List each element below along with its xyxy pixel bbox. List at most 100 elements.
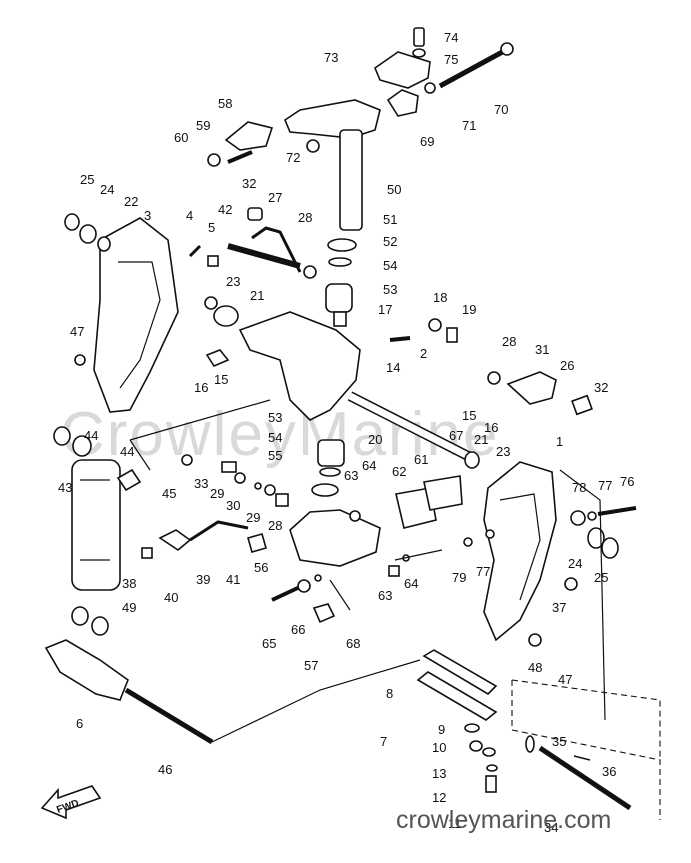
part-label: 39 <box>196 572 210 587</box>
part-label: 50 <box>387 182 401 197</box>
part-label: 35 <box>552 734 566 749</box>
part-label: 55 <box>268 448 282 463</box>
part-label: 23 <box>226 274 240 289</box>
part-label: 1 <box>556 434 563 449</box>
part-label: 73 <box>324 50 338 65</box>
part-label: 53 <box>383 282 397 297</box>
part-label: 3 <box>144 208 151 223</box>
part-label: 15 <box>214 372 228 387</box>
part-label: 76 <box>620 474 634 489</box>
part-label: 32 <box>242 176 256 191</box>
part-label: 69 <box>420 134 434 149</box>
part-label: 52 <box>383 234 397 249</box>
part-label: 64 <box>404 576 418 591</box>
part-label: 31 <box>535 342 549 357</box>
part-label: 8 <box>386 686 393 701</box>
part-label: 27 <box>268 190 282 205</box>
part-labels: 74 75 73 70 71 69 58 59 60 72 50 51 52 5… <box>55 30 634 835</box>
part-label: 44 <box>84 428 98 443</box>
part-label: 33 <box>194 476 208 491</box>
part-label: 78 <box>572 480 586 495</box>
part-label: 9 <box>438 722 445 737</box>
part-label: 12 <box>432 790 446 805</box>
part-label: 77 <box>598 478 612 493</box>
part-label: 24 <box>100 182 114 197</box>
part-label: 53 <box>268 410 282 425</box>
part-label: 29 <box>246 510 260 525</box>
diagram-drawing <box>40 27 661 820</box>
part-label: 22 <box>124 194 138 209</box>
part-label: 72 <box>286 150 300 165</box>
part-label: 62 <box>392 464 406 479</box>
part-label: 54 <box>383 258 397 273</box>
part-label: 21 <box>250 288 264 303</box>
part-label: 18 <box>433 290 447 305</box>
part-label: 16 <box>484 420 498 435</box>
part-label: 25 <box>80 172 94 187</box>
part-label: 32 <box>594 380 608 395</box>
part-label: 63 <box>344 468 358 483</box>
part-label: 61 <box>414 452 428 467</box>
part-label: 51 <box>383 212 397 227</box>
part-label: 45 <box>162 486 176 501</box>
part-label: 63 <box>378 588 392 603</box>
part-label: 47 <box>558 672 572 687</box>
part-label: 25 <box>594 570 608 585</box>
part-label: 49 <box>122 600 136 615</box>
part-label: 16 <box>194 380 208 395</box>
part-label: 40 <box>164 590 178 605</box>
part-label: 24 <box>568 556 582 571</box>
part-label: 5 <box>208 220 215 235</box>
part-label: 28 <box>268 518 282 533</box>
part-label: 6 <box>76 716 83 731</box>
part-label: 36 <box>602 764 616 779</box>
part-label: 38 <box>122 576 136 591</box>
part-label: 23 <box>496 444 510 459</box>
part-label: 28 <box>502 334 516 349</box>
part-label: 10 <box>432 740 446 755</box>
part-label: 34 <box>544 820 558 835</box>
part-label: 66 <box>291 622 305 637</box>
part-label: 64 <box>362 458 376 473</box>
part-label: 70 <box>494 102 508 117</box>
part-label: 60 <box>174 130 188 145</box>
part-label: 42 <box>218 202 232 217</box>
part-label: 13 <box>432 766 446 781</box>
part-label: 4 <box>186 208 193 223</box>
part-label: 26 <box>560 358 574 373</box>
part-label: 47 <box>70 324 84 339</box>
part-label: 11 <box>448 816 462 831</box>
part-label: 79 <box>452 570 466 585</box>
part-label: 46 <box>158 762 172 777</box>
part-label: 21 <box>474 432 488 447</box>
part-label: 65 <box>262 636 276 651</box>
part-label: 59 <box>196 118 210 133</box>
part-label: 2 <box>420 346 427 361</box>
part-label: 20 <box>368 432 382 447</box>
part-label: 14 <box>386 360 400 375</box>
part-label: 17 <box>378 302 392 317</box>
footer-url: crowleymarine.com <box>396 806 612 834</box>
part-label: 28 <box>298 210 312 225</box>
part-label: 30 <box>226 498 240 513</box>
part-label: 67 <box>449 428 463 443</box>
part-label: 71 <box>462 118 476 133</box>
part-label: 54 <box>268 430 282 445</box>
part-label: 75 <box>444 52 458 67</box>
part-label: 43 <box>58 480 72 495</box>
part-label: 48 <box>528 660 542 675</box>
part-label: 44 <box>120 444 134 459</box>
part-label: 15 <box>462 408 476 423</box>
part-label: 68 <box>346 636 360 651</box>
part-label: 7 <box>380 734 387 749</box>
part-label: 19 <box>462 302 476 317</box>
part-label: 37 <box>552 600 566 615</box>
part-label: 57 <box>304 658 318 673</box>
part-label: 29 <box>210 486 224 501</box>
part-label: 41 <box>226 572 240 587</box>
part-label: 74 <box>444 30 458 45</box>
part-label: 56 <box>254 560 268 575</box>
part-label: 77 <box>476 564 490 579</box>
part-label: 58 <box>218 96 232 111</box>
